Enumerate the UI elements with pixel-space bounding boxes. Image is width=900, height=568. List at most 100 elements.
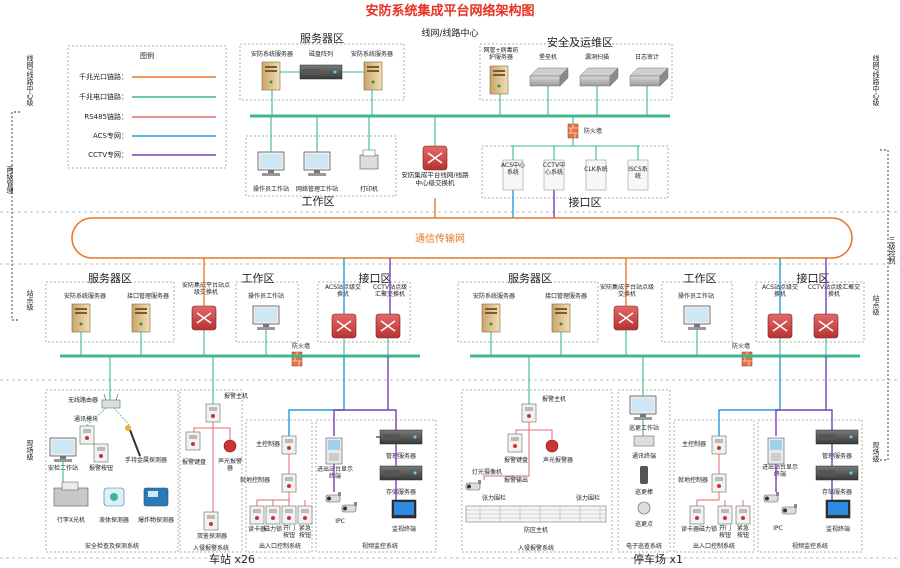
park-ipc2 — [781, 503, 798, 515]
park-storage-server-label: 存储服务器 — [822, 488, 852, 496]
center-label: 线网/线路中心 — [421, 27, 478, 39]
wireless-router — [101, 399, 121, 409]
car-access-zone — [245, 419, 313, 553]
patrol-point — [637, 501, 651, 515]
core-switch — [422, 145, 448, 171]
park-storage-server — [815, 465, 859, 481]
park-emergency-button — [735, 505, 751, 525]
center-work-zone-label: 工作区 — [302, 195, 335, 208]
station-right-operator-ws-label: 操作员工作站 — [678, 292, 714, 300]
park-door-button-label: 开门按钮 — [718, 525, 731, 539]
xray-machine — [53, 487, 89, 507]
park-alarm-host-label: 报警主机 — [542, 395, 566, 403]
center-operator-ws — [257, 151, 285, 177]
car-station-label: 车站 x26 — [209, 552, 255, 566]
disk-array-label: 磁盘阵列 — [309, 50, 333, 58]
park-alarm-out-label: 报警输出 — [504, 476, 528, 484]
car-alarm-keyboard — [185, 431, 201, 451]
station-right-operator-ws — [683, 305, 711, 331]
car-sound-light-label: 声光报警器 — [217, 458, 242, 472]
handheld-detector-label: 手持金属探测器 — [125, 456, 167, 464]
field-level-parking: 报警主机 报警键盘 声光报警器 灯光摄像机 报警输出 张力围栏 张力围栏 防区主… — [461, 356, 863, 566]
park-sound-light-label: 声光报警器 — [543, 456, 573, 464]
park-reader-lock-label: 读卡器磁力锁 — [681, 525, 717, 533]
legend-label-copper: 千兆电口链路： — [79, 92, 128, 101]
right-side-labels: 线网/线路中心级 三级控制 站点级 现场级 — [872, 53, 896, 463]
center-server-zone-label: 服务器区 — [300, 32, 344, 45]
left-station-level-label: 站点级 — [26, 289, 34, 312]
car-video-zone — [315, 419, 437, 553]
legend: 图例 千兆光口链路： 千兆电口链路： RS485链路： ACS专网： CCTV专… — [67, 45, 227, 169]
disk-array — [299, 64, 343, 80]
netmgmt-ws-label: 网络管理工作站 — [296, 185, 338, 193]
transport-network-label: 通信传输网 — [415, 232, 465, 245]
station-right-server1 — [481, 303, 501, 333]
park-ipc1 — [763, 491, 780, 503]
patrol-point-label: 巡更点 — [635, 520, 653, 528]
car-local-controller — [281, 473, 297, 493]
legend-label-rs485: RS485链路： — [84, 112, 128, 121]
station-left-firewall-label: 防火墙 — [292, 342, 310, 350]
car-card-reader — [249, 505, 265, 525]
park-mgmt-server-label: 管理服务器 — [822, 452, 852, 460]
car-intrusion-caption: 入侵报警系统 — [193, 544, 229, 552]
station-right-switch — [613, 305, 639, 331]
patrol-caption: 电子巡查系统 — [626, 542, 662, 550]
center-server2 — [363, 61, 383, 91]
car-video-caption: 视频监控系统 — [362, 542, 398, 550]
station-right-interface-zone — [755, 281, 865, 343]
station-left-operator-ws-label: 操作员工作站 — [248, 292, 284, 300]
log-audit — [629, 67, 669, 87]
printer-label: 打印机 — [360, 185, 378, 193]
station-right-interface-zone-label: 接口区 — [797, 272, 830, 285]
car-door-button — [281, 505, 297, 525]
patrol-ws-label: 巡更工作站 — [629, 424, 659, 432]
car-storage-server — [379, 465, 423, 481]
car-mgmt-server-label: 管理服务器 — [386, 452, 416, 460]
comm-module-label: 通讯模块 — [74, 415, 98, 423]
right-center-level-label: 线网/线路中心级 — [872, 53, 880, 106]
station-left-acs-switch-label: ACS站点级交换机 — [325, 284, 361, 298]
diagram-title: 安防系统集成平台网络架构图 — [365, 3, 534, 19]
station-left-cctv-switch — [375, 313, 401, 339]
park-main-controller-label: 主控制器 — [682, 440, 706, 448]
station-right-switch-label: 安防集成平台站点级交换机 — [600, 284, 654, 298]
car-mgmt-server — [379, 429, 423, 445]
station-level-left: 服务器区 安防系统服务器 接口管理服务器 安防集成平台站点级交换机 工作区 操作… — [45, 258, 420, 367]
bastion-host — [529, 67, 569, 87]
park-fence-right-label: 张力围栏 — [576, 494, 600, 502]
station-left-acs-switch — [331, 313, 357, 339]
alarm-button — [93, 443, 109, 463]
park-fence-left-label: 张力围栏 — [482, 494, 506, 502]
park-mgmt-server — [815, 429, 859, 445]
legend-label-acs: ACS专网： — [93, 131, 128, 140]
acs-center-label: ACS中心系统 — [501, 162, 525, 176]
center-firewall-label: 防火墙 — [584, 127, 602, 135]
center-interface-zone-label: 接口区 — [569, 196, 602, 209]
park-video-zone — [757, 419, 863, 553]
center-work-zone — [245, 135, 397, 197]
wireless-router-label: 无线路由器 — [68, 396, 98, 404]
iscs-label: ISCS系统 — [628, 166, 648, 180]
park-access-zone — [673, 419, 755, 553]
park-emergency-button-label: 紧急按钮 — [736, 525, 749, 539]
station-left-server1-label: 安防系统服务器 — [64, 292, 106, 300]
park-tension-fence — [465, 505, 607, 523]
station-left-work-zone — [235, 281, 299, 343]
center-server1-label: 安防系统服务器 — [251, 50, 293, 58]
clk-label: CLK系统 — [584, 166, 608, 173]
right-bracket — [880, 149, 889, 461]
station-right-work-zone-label: 工作区 — [684, 272, 717, 285]
center-server2-label: 安防系统服务器 — [351, 50, 393, 58]
car-dual-detector — [203, 511, 219, 531]
patrol-stick — [640, 466, 648, 484]
station-left-server-zone-label: 服务器区 — [88, 272, 132, 285]
park-door-button — [717, 505, 733, 525]
park-ipc-label: IPC — [773, 525, 783, 532]
park-fence-host-label: 防区主机 — [524, 526, 548, 534]
center-operator-ws-label: 操作员工作站 — [253, 185, 289, 193]
car-emergency-button-label: 紧急按钮 — [298, 525, 311, 539]
car-monitor-terminal-label: 监视终端 — [392, 525, 416, 533]
communication-network: 通信传输网 — [71, 190, 853, 259]
station-left-operator-ws — [252, 305, 280, 331]
